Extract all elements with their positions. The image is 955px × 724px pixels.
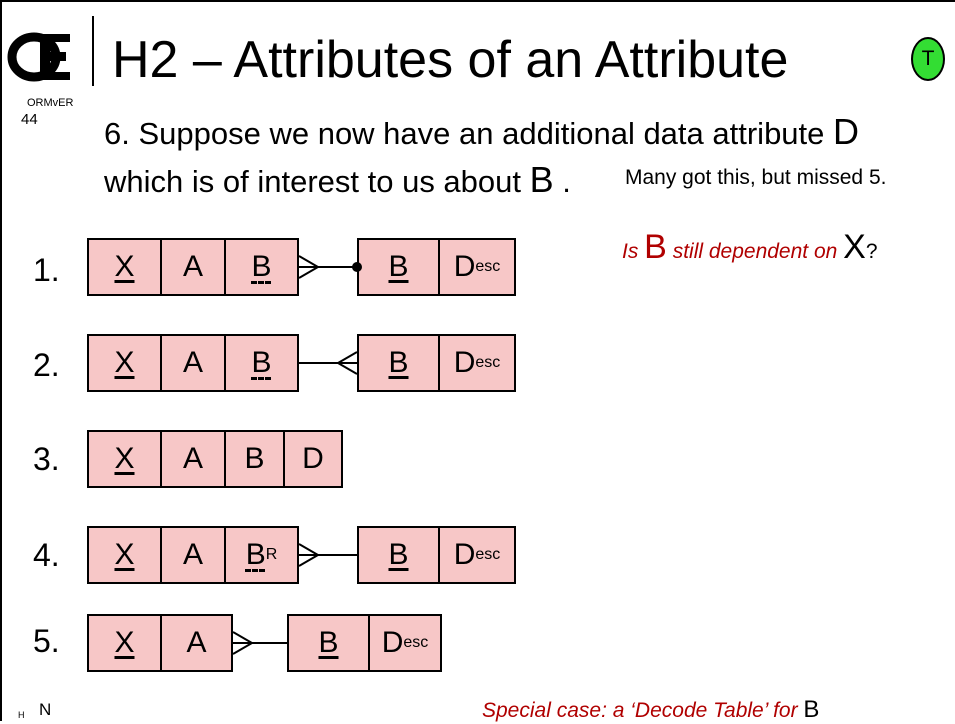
cell-b-key: B xyxy=(359,528,440,582)
cell-d: D xyxy=(453,538,476,571)
cell-a: A xyxy=(162,336,226,390)
slide-title: H2 – Attributes of an Attribute xyxy=(112,31,789,89)
t-badge[interactable]: T xyxy=(911,37,945,81)
option-2-left-table: X A B xyxy=(87,334,299,392)
cell-b-fk: B xyxy=(251,346,272,379)
cell-b-key: B xyxy=(359,336,440,390)
dependency-question: Is B still dependent on X? xyxy=(622,228,878,267)
ormver-label: ORMvER xyxy=(27,97,74,109)
title-divider xyxy=(92,16,94,86)
question-var-d: D xyxy=(833,111,860,152)
missed-note: Many got this, but missed 5. xyxy=(625,166,887,189)
cell-x: X xyxy=(89,616,162,670)
option-3-table: X A B D xyxy=(87,430,343,488)
cell-x: X xyxy=(89,336,162,390)
option-1-label: 1. xyxy=(33,252,60,288)
cell-x: X xyxy=(89,432,162,486)
option-1-left-table: X A B xyxy=(87,238,299,296)
dep-var-b: B xyxy=(644,228,667,266)
connector-4 xyxy=(298,543,357,567)
cell-esc: esc xyxy=(475,546,501,563)
footer-note-var: B xyxy=(803,696,820,723)
connector-2 xyxy=(299,351,358,375)
cell-a: A xyxy=(186,626,207,659)
dep-prefix: Is xyxy=(622,240,645,263)
question-var-b: B xyxy=(529,159,554,200)
connector-1 xyxy=(298,255,357,279)
cell-esc: esc xyxy=(475,354,501,371)
footer-note-text: Special case: a ‘Decode Table’ for xyxy=(482,699,804,722)
cell-esc: esc xyxy=(475,258,501,275)
dep-mid: still dependent on xyxy=(666,240,844,263)
dep-end: ? xyxy=(865,240,878,263)
connector-5 xyxy=(232,631,287,655)
footer-h: H xyxy=(18,710,25,720)
cell-a: A xyxy=(162,528,226,582)
question-text-2: which is of interest to us about xyxy=(104,164,530,199)
cell-r: R xyxy=(265,546,278,563)
dep-var-x: X xyxy=(843,228,866,266)
cell-a: A xyxy=(162,432,226,486)
cell-d: D xyxy=(381,626,404,659)
option-5-label: 5. xyxy=(33,623,60,659)
connector-1-dot xyxy=(352,262,362,272)
cell-a: A xyxy=(162,240,226,294)
question-text-1: 6. Suppose we now have an additional dat… xyxy=(104,116,834,151)
cell-b-key: B xyxy=(289,616,370,670)
cell-b-key: B xyxy=(359,240,440,294)
cell-b: B xyxy=(226,432,285,486)
question-end: . xyxy=(553,164,571,199)
cell-esc: esc xyxy=(403,634,429,651)
cell-x: X xyxy=(89,528,162,582)
page-number: 44 xyxy=(21,111,38,128)
footer-note: Special case: a ‘Decode Table’ for B xyxy=(482,696,819,724)
option-5-left-table: X A xyxy=(87,614,233,672)
question-line-1: 6. Suppose we now have an additional dat… xyxy=(104,112,859,154)
cell-d: D xyxy=(302,442,324,475)
option-3-label: 3. xyxy=(33,441,60,477)
footer-n: N xyxy=(39,700,52,719)
cell-b: B xyxy=(245,538,266,571)
cell-d: D xyxy=(453,250,476,283)
option-4-label: 4. xyxy=(33,537,60,573)
option-2-label: 2. xyxy=(33,347,60,383)
cell-b-fk: B xyxy=(251,250,272,283)
question-line-2: which is of interest to us about B . xyxy=(104,160,571,202)
cell-d: D xyxy=(453,346,476,379)
cell-x: X xyxy=(89,240,162,294)
logo-icon xyxy=(7,32,70,82)
